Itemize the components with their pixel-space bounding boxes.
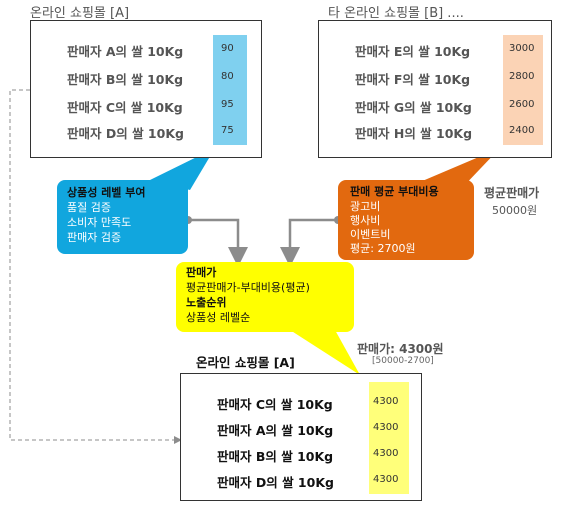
shop-b-product-list: 판매자 E의 쌀 10Kg 판매자 F의 쌀 10Kg 판매자 G의 쌀 10K… [318,20,552,158]
shop-a-product-list: 판매자 A의 쌀 10Kg 판매자 B의 쌀 10Kg 판매자 C의 쌀 10K… [30,20,262,158]
price-value: 4300 [373,474,399,485]
price-value: 4300 [373,422,399,433]
callout-line: 평균판매가-부대비용(평균) [186,281,310,294]
score-column [213,35,247,145]
price-value: 2400 [509,125,535,136]
result-callout-pointer [290,330,360,375]
callout-line: 품질 검증 [67,201,111,214]
price-column [503,35,543,145]
list-item: 판매자 A의 쌀 10Kg [217,423,334,438]
average-cost-callout: 판매 평균 부대비용 광고비 행사비 이벤트비 평균: 2700원 [338,180,474,260]
shop-b-title: 타 온라인 쇼핑몰 [B] .... [328,6,464,21]
callout-line: 상품성 레벨순 [186,311,251,324]
callout-line: 평균: 2700원 [350,242,416,255]
list-item: 판매자 B의 쌀 10Kg [67,72,184,87]
average-price-label: 평균판매가 [484,186,540,200]
price-column [369,382,409,494]
cost-callout-pointer [420,148,500,190]
shop-a-result-list: 판매자 C의 쌀 10Kg 판매자 A의 쌀 10Kg 판매자 B의 쌀 10K… [180,373,422,501]
callout-line: 광고비 [350,200,381,213]
cost-to-result-connector [280,218,338,267]
list-item: 판매자 C의 쌀 10Kg [67,100,183,115]
result-callout: 판매가 평균판매가-부대비용(평균) 노출순위 상품성 레벨순 [176,262,354,332]
callout-line: 행사비 [350,214,381,227]
list-item: 판매자 H의 쌀 10Kg [355,126,473,141]
list-item: 판매자 F의 쌀 10Kg [355,72,471,87]
list-item: 판매자 E의 쌀 10Kg [355,44,471,59]
price-value: 4300 [373,396,399,407]
quality-score: 80 [221,71,234,82]
list-item: 판매자 D의 쌀 10Kg [217,475,334,490]
sale-price-formula: [50000-2700] [372,356,434,366]
quality-to-result-connector [188,218,248,267]
dashed-feedback-line [9,89,182,444]
callout-title: 노출순위 [186,296,227,309]
list-item: 판매자 D의 쌀 10Kg [67,126,184,141]
list-item: 판매자 G의 쌀 10Kg [355,100,472,115]
callout-line: 판매자 검증 [67,231,122,244]
callout-title: 상품성 레벨 부여 [67,186,146,199]
quality-score: 95 [221,99,234,110]
price-value: 3000 [509,43,535,54]
quality-score: 90 [221,43,234,54]
price-value: 2800 [509,71,535,82]
callout-title: 판매 평균 부대비용 [350,185,439,198]
quality-level-callout: 상품성 레벨 부여 품질 검증 소비자 만족도 판매자 검증 [57,180,188,254]
callout-line: 소비자 만족도 [67,216,132,229]
quality-score: 75 [221,125,234,136]
shop-a-result-title: 온라인 쇼핑몰 [A] [196,355,295,370]
list-item: 판매자 A의 쌀 10Kg [67,44,184,59]
list-item: 판매자 C의 쌀 10Kg [217,397,333,412]
callout-title: 판매가 [186,266,217,279]
shop-a-title: 온라인 쇼핑몰 [A] [30,6,130,21]
quality-callout-pointer [150,148,215,190]
sale-price-label: 판매가: 4300원 [357,342,444,356]
price-value: 4300 [373,448,399,459]
price-value: 2600 [509,99,535,110]
callout-line: 이벤트비 [350,228,391,241]
average-price-value: 50000원 [492,204,538,217]
list-item: 판매자 B의 쌀 10Kg [217,449,334,464]
